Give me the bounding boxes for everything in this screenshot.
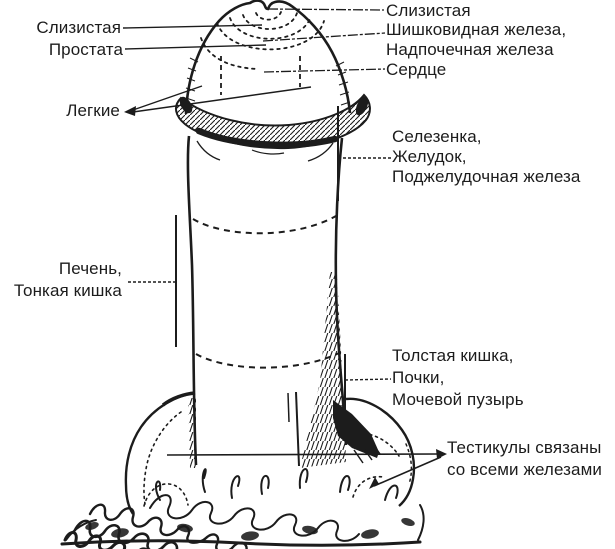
label-testicles-line2: со всеми железами: [447, 460, 602, 479]
label-colon-kidneys-bladder: Толстая кишка, Почки, Мочевой пузырь: [392, 345, 524, 411]
label-small-intestine-line: Тонкая кишка: [13, 281, 122, 300]
testicles-arrowhead-label: [436, 449, 447, 459]
label-spleen-line: Селезенка,: [392, 127, 482, 146]
lungs-arrowhead: [124, 106, 136, 116]
label-pineal-adrenal: Шишковидная железа, Надпочечная железа: [386, 20, 566, 60]
leader-testicles-diagonal: [373, 456, 442, 487]
label-liver-small-intestine: Печень, Тонкая кишка: [14, 258, 122, 302]
leader-pineal-adrenal: [262, 32, 386, 42]
label-pineal-line: Шишковидная железа,: [386, 20, 567, 39]
label-bladder-line: Мочевой пузырь: [392, 390, 524, 409]
leader-lines: [122, 8, 447, 489]
label-colon-line: Толстая кишка,: [392, 346, 514, 365]
shaft-right-shading: [300, 272, 346, 468]
label-kidneys-line: Почки,: [392, 368, 445, 387]
leader-mucosa-left: [122, 24, 263, 29]
label-stomach-line: Желудок,: [392, 147, 467, 166]
left-testicle-shading: [188, 398, 196, 468]
label-testicles: Тестикулы связаны со всеми железами: [447, 437, 602, 481]
label-heart: Сердце: [386, 60, 447, 79]
label-liver-line: Печень,: [58, 259, 122, 278]
leader-prostate: [124, 44, 267, 50]
shaft-dashed-dividers: [192, 215, 342, 369]
label-mucosa-right: Слизистая: [386, 1, 471, 20]
testicles-arrowhead-tip: [369, 477, 379, 489]
leader-mucosa-right: [267, 8, 385, 11]
right-testicle: [345, 397, 416, 507]
label-testicles-line1: Тестикулы связаны: [447, 438, 602, 457]
label-spleen-stomach-pancreas: Селезенка, Желудок, Поджелудочная железа: [392, 127, 580, 187]
leader-testicles-horizontal: [166, 453, 440, 456]
pubic-hair-blobs: [85, 518, 415, 541]
label-mucosa-left: Слизистая: [36, 18, 121, 37]
glans-outline: [184, 0, 352, 115]
pubic-hair: [60, 468, 425, 549]
label-lungs: Легкие: [66, 101, 120, 120]
label-prostate: Простата: [48, 40, 123, 59]
label-pancreas-line: Поджелудочная железа: [392, 167, 581, 186]
leader-lungs: [132, 85, 312, 113]
glans-dashed-dividers: [220, 56, 301, 95]
leader-heart: [263, 68, 386, 73]
label-adrenal-line: Надпочечная железа: [386, 40, 554, 59]
right-testicle-shadow: [333, 400, 381, 464]
leader-colon: [344, 378, 392, 381]
left-testicle: [124, 391, 196, 515]
